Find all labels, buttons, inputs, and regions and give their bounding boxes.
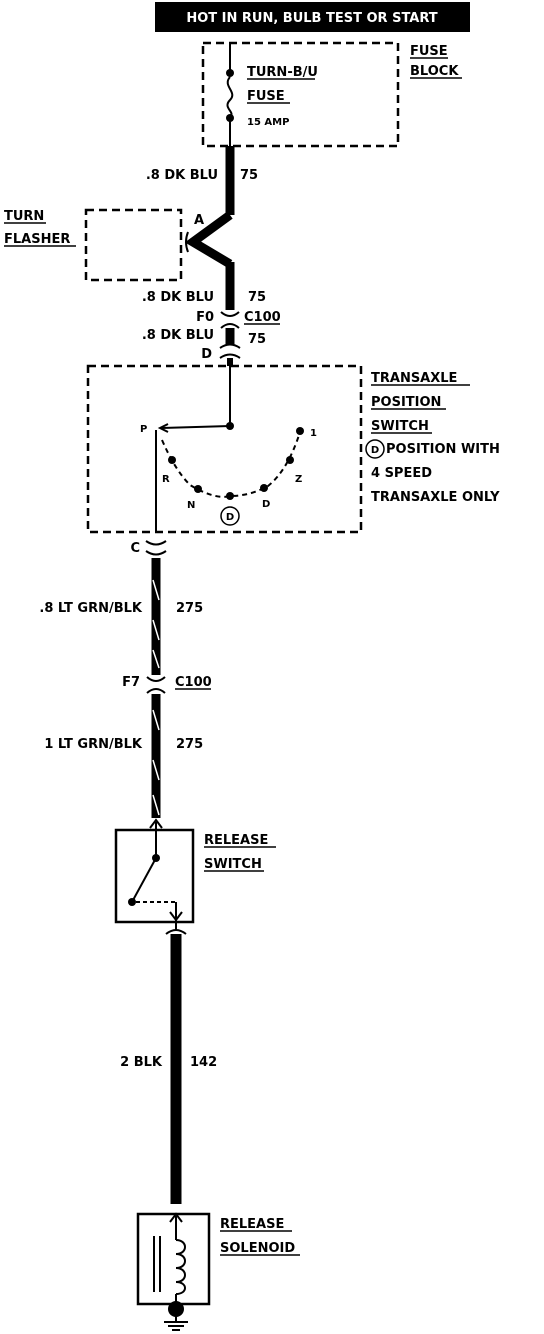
switch-pos-d2: D (262, 499, 270, 510)
switch-pos-z: Z (295, 474, 302, 485)
switch-contact-z (286, 456, 294, 464)
c100-bottom-name: C100 (175, 675, 212, 690)
switch-pos-n: N (187, 500, 195, 511)
switch-contact-d (226, 492, 234, 500)
d-connector-lower (219, 353, 241, 359)
switch-pos-d-circle (220, 506, 240, 526)
transaxle-label-line2: POSITION (371, 395, 441, 410)
switch-contact-d2 (260, 484, 268, 492)
fuse-terminal-top (226, 69, 234, 77)
transaxle-switch-outline (86, 364, 363, 534)
release-solenoid-label-line1: RELEASE (220, 1217, 284, 1232)
wire4-circuit: 275 (176, 601, 203, 616)
turn-flasher-label-line2: FLASHER (4, 232, 70, 247)
release-solenoid-box (136, 1212, 211, 1306)
release-switch-box (114, 828, 195, 924)
note-symbol-circle (365, 439, 385, 459)
fuse-rating: 15 AMP (247, 117, 289, 128)
c100-top-male (220, 311, 240, 317)
wire-junction-to-flasher (184, 211, 233, 268)
solenoid-in-arrow (169, 1212, 183, 1223)
transaxle-label-line1: TRANSAXLE (371, 371, 457, 386)
flasher-terminal-a: A (194, 213, 204, 228)
wire2-gauge: .8 DK BLU (142, 290, 214, 305)
release-switch-contact (128, 898, 136, 906)
solenoid-coil-icon (175, 1239, 186, 1295)
header-title: HOT IN RUN, BULB TEST OR START (186, 11, 437, 26)
d-pin-label: D (201, 347, 212, 362)
transaxle-label-line3: SWITCH (371, 419, 429, 434)
flasher-connector (185, 231, 189, 253)
c100-bottom-pin: F7 (122, 675, 140, 690)
wire5-circuit: 275 (176, 737, 203, 752)
turn-flasher-label-line1: TURN (4, 209, 44, 224)
wire3-circuit: 75 (248, 332, 266, 347)
switch-position-arc (161, 431, 301, 498)
switch-contact-1 (296, 427, 304, 435)
fuse-block-label-line2: BLOCK (410, 64, 459, 79)
wire-stripe (152, 579, 160, 669)
release-switch-connector (165, 929, 187, 935)
wire2-circuit: 75 (248, 290, 266, 305)
wire-stripe (152, 709, 160, 816)
c-pin-label: C (130, 541, 140, 556)
c100-top-pin: F0 (196, 310, 214, 325)
fuse-name-line2: FUSE (247, 89, 285, 104)
switch-contact-r (168, 456, 176, 464)
release-switch-blade (131, 857, 157, 903)
switch-contact-n (194, 485, 202, 493)
note-line2: 4 SPEED (371, 466, 432, 481)
release-switch-in-arrow (149, 818, 163, 829)
switch-pos-1: 1 (310, 428, 317, 439)
note-symbol: D (371, 445, 379, 456)
release-switch-out-arrow (169, 911, 183, 922)
c100-bottom-female (146, 688, 166, 694)
wire1-gauge: .8 DK BLU (146, 168, 218, 183)
fuse-block-label-line1: FUSE (410, 44, 448, 59)
release-switch-label-line1: RELEASE (204, 833, 268, 848)
wire4-gauge: .8 LT GRN/BLK (39, 601, 143, 616)
fuse-symbol (226, 76, 234, 118)
c100-top-name: C100 (244, 310, 281, 325)
wire1-circuit: 75 (240, 168, 258, 183)
switch-pos-p: P (140, 424, 147, 435)
c100-top-female (220, 323, 240, 329)
switch-pos-d: D (226, 512, 234, 523)
release-switch-label-line2: SWITCH (204, 857, 262, 872)
fuse-name-line1: TURN-B/U (247, 65, 318, 80)
switch-pos-r: R (162, 474, 170, 485)
header-banner (155, 2, 470, 32)
wire5-gauge: 1 LT GRN/BLK (44, 737, 143, 752)
c100-bottom-male (146, 676, 166, 682)
wire6-gauge: 2 BLK (120, 1055, 163, 1070)
c-connector-lower (145, 550, 167, 556)
wire3-gauge: .8 DK BLU (142, 328, 214, 343)
c-connector-upper (145, 540, 167, 546)
switch-blade-arrow (157, 423, 169, 433)
switch-blade (161, 425, 231, 429)
release-solenoid-label-line2: SOLENOID (220, 1241, 295, 1256)
wire6-circuit: 142 (190, 1055, 217, 1070)
note-line3: TRANSAXLE ONLY (371, 490, 500, 505)
note-line1: POSITION WITH (386, 442, 500, 457)
d-connector-upper (219, 343, 241, 349)
ground-splice (168, 1301, 184, 1317)
turn-flasher-outline (84, 208, 183, 282)
fuse-block-outline (201, 41, 400, 148)
